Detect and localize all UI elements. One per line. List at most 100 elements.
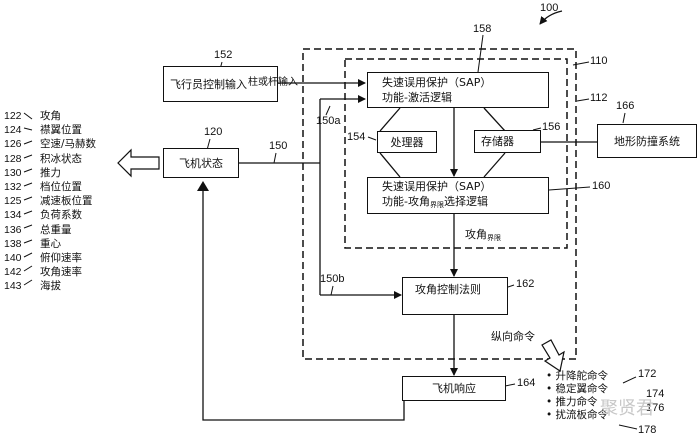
connector-line bbox=[379, 107, 401, 132]
leader-line bbox=[622, 376, 637, 384]
ref-154: 154 bbox=[347, 131, 366, 143]
leader-line bbox=[330, 285, 334, 296]
state-item-label: 空速/马赫数 bbox=[40, 138, 97, 151]
ref-172: 172 bbox=[638, 368, 657, 380]
bullet-icon: • bbox=[546, 370, 553, 382]
state-item: 130 推力 bbox=[4, 166, 96, 180]
ref-158: 158 bbox=[473, 23, 492, 35]
sap-activation-logic-box: 失速误用保护（SAP） 功能-激活逻辑 bbox=[367, 72, 549, 108]
state-item-ref: 140 bbox=[4, 252, 22, 265]
command-label: 推力命令 bbox=[555, 396, 598, 408]
stick-input-label: 柱或杆输入 bbox=[248, 77, 298, 88]
command-hollow-arrow bbox=[541, 339, 565, 372]
bullet-icon: • bbox=[546, 396, 553, 408]
ref-100: 100 bbox=[540, 2, 559, 14]
aircraft-response-label: 飞机响应 bbox=[432, 382, 476, 395]
leader-line bbox=[507, 284, 515, 288]
ref-150a: 150a bbox=[316, 115, 341, 127]
sap-selection-line1: 失速误用保护（SAP） bbox=[382, 179, 492, 193]
state-item-label: 负荷系数 bbox=[40, 209, 82, 222]
aircraft-state-box: 飞机状态 bbox=[163, 148, 239, 178]
sap-selection-line2-prefix: 功能-攻角 bbox=[382, 194, 430, 208]
ref-110: 110 bbox=[590, 55, 608, 67]
state-list-ticks bbox=[23, 112, 33, 286]
leader-line bbox=[548, 186, 591, 191]
command-item: • 推力命令 bbox=[546, 396, 608, 409]
aircraft-response-box: 飞机响应 bbox=[402, 376, 506, 401]
state-item-ref: 126 bbox=[4, 138, 22, 151]
sap-activation-line2: 功能-激活逻辑 bbox=[382, 91, 452, 104]
state-item-label: 海拔 bbox=[40, 280, 61, 293]
leader-line bbox=[325, 105, 331, 116]
command-item: • 扰流板命令 bbox=[546, 409, 608, 422]
state-item: 126 空速/马赫数 bbox=[4, 137, 96, 151]
ref-160: 160 bbox=[592, 180, 611, 192]
command-item: • 升降舵命令 bbox=[546, 370, 608, 383]
ref-120: 120 bbox=[204, 126, 223, 138]
memory-label: 存储器 bbox=[481, 135, 514, 148]
leader-line bbox=[572, 61, 590, 66]
state-item-ref: 128 bbox=[4, 152, 22, 165]
ref-164: 164 bbox=[517, 377, 536, 389]
command-item: • 稳定翼命令 bbox=[546, 383, 608, 396]
state-item-ref: 124 bbox=[4, 124, 22, 137]
state-item: 125 减速板位置 bbox=[4, 194, 96, 208]
state-item-label: 减速板位置 bbox=[40, 195, 93, 208]
command-label: 扰流板命令 bbox=[555, 409, 609, 421]
state-item-label: 推力 bbox=[40, 166, 61, 179]
terrain-avoidance-system-box: 地形防撞系统 bbox=[597, 124, 697, 158]
ref-112: 112 bbox=[590, 92, 608, 104]
command-label: 稳定翼命令 bbox=[555, 383, 609, 395]
state-item-ref: 130 bbox=[4, 166, 22, 179]
feedback-arrowhead bbox=[197, 181, 209, 191]
sap-selection-line2-suffix: 选择逻辑 bbox=[443, 194, 488, 208]
state-item-ref: 136 bbox=[4, 223, 22, 236]
state-item-label: 俯仰速率 bbox=[40, 252, 82, 265]
aoa-limit-sub: 界限 bbox=[487, 234, 501, 242]
aoa-limit-main: 攻角 bbox=[465, 228, 487, 241]
processor-box: 处理器 bbox=[377, 131, 437, 153]
state-output-hollow-arrow bbox=[117, 148, 160, 178]
sap-selection-line2: 功能-攻角界限选择逻辑 bbox=[382, 194, 488, 213]
aoa-limit-label: 攻角界限 bbox=[465, 226, 501, 243]
state-item-ref: 125 bbox=[4, 195, 22, 208]
leader-line bbox=[532, 127, 542, 131]
feedback-loop-line bbox=[202, 183, 405, 421]
state-item-label: 积冰状态 bbox=[40, 152, 82, 165]
outer-boundary-110 bbox=[302, 48, 577, 360]
bullet-icon: • bbox=[546, 383, 553, 395]
figure-ref-arrow bbox=[539, 10, 563, 25]
ref-156: 156 bbox=[542, 121, 561, 133]
sap-selection-line2-sub: 界限 bbox=[429, 200, 444, 209]
sap-aoa-limit-selection-box: 失速误用保护（SAP） 功能-攻角界限选择逻辑 bbox=[367, 177, 549, 214]
ref-174: 174 bbox=[646, 388, 665, 400]
pilot-control-input-label: 飞行员控制输入 bbox=[170, 77, 247, 91]
leader-line bbox=[622, 112, 626, 124]
leader-line bbox=[504, 383, 516, 387]
sap-activation-line1: 失速误用保护（SAP） bbox=[382, 76, 492, 89]
aoa-control-law-label: 攻角控制法则 bbox=[415, 283, 481, 296]
ref-152: 152 bbox=[214, 49, 233, 61]
state-item-ref: 134 bbox=[4, 209, 22, 222]
memory-box: 存储器 bbox=[474, 130, 541, 153]
connector-line bbox=[483, 152, 506, 178]
state-item-label: 总重量 bbox=[40, 223, 72, 236]
state-item-ref: 132 bbox=[4, 181, 22, 194]
ref-166: 166 bbox=[616, 100, 635, 112]
leader-line bbox=[367, 136, 377, 141]
state-item: 136 总重量 bbox=[4, 223, 96, 237]
leader-line bbox=[576, 98, 590, 102]
bullet-icon: • bbox=[546, 409, 553, 421]
leader-line bbox=[273, 152, 277, 164]
inner-boundary-112 bbox=[344, 58, 568, 249]
ref-150b: 150b bbox=[320, 273, 345, 285]
state-item-ref: 122 bbox=[4, 110, 22, 122]
terrain-avoidance-system-label: 地形防撞系统 bbox=[614, 134, 680, 148]
